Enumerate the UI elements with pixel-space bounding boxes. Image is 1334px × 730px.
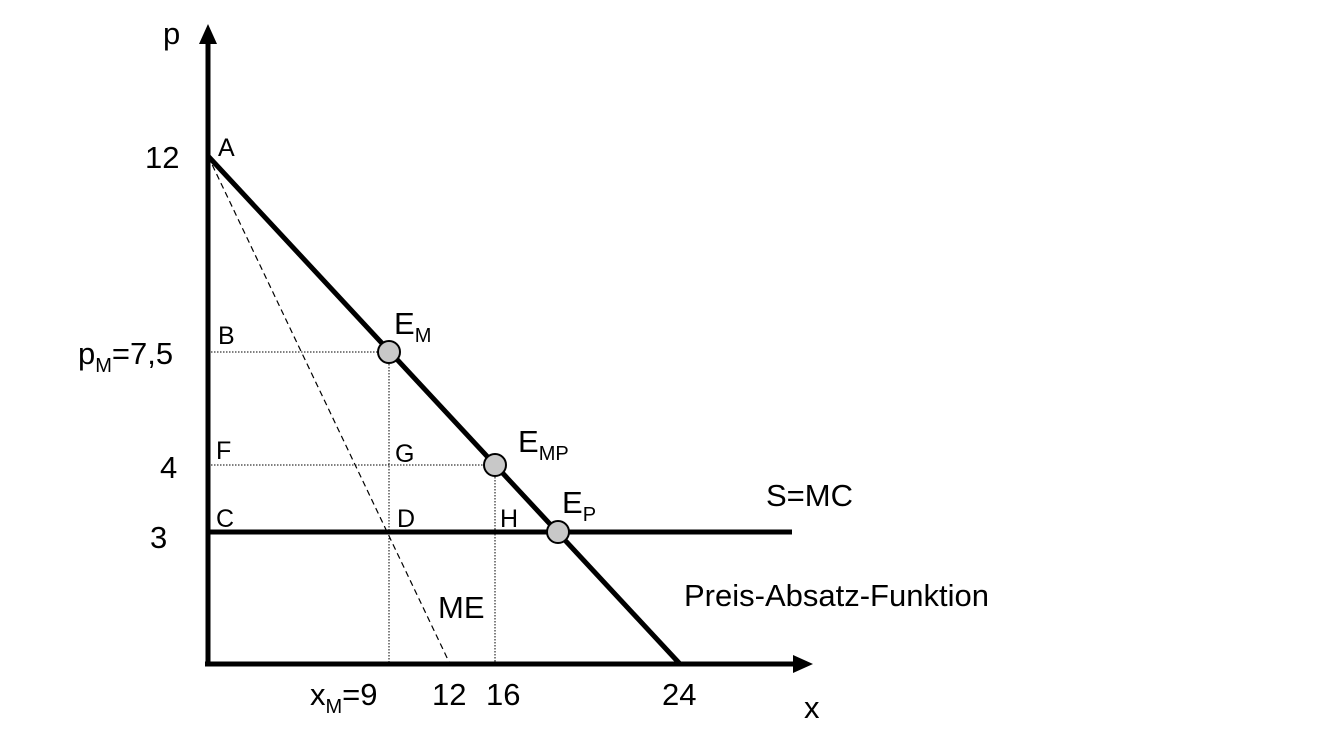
point-ep [546, 520, 570, 544]
point-emp [483, 453, 507, 477]
series-demand-line [206, 154, 682, 666]
x-tick-xm: xM=9 [310, 677, 378, 718]
letter-a: A [218, 134, 235, 162]
letter-h: H [500, 505, 518, 533]
y-tick-12: 12 [145, 140, 179, 175]
label-me: ME [438, 590, 485, 625]
label-emp: EMP [518, 424, 569, 465]
y-tick-pm: pM=7,5 [78, 336, 173, 377]
letter-b: B [218, 322, 235, 350]
point-em [377, 340, 401, 364]
y-axis-label: p [163, 16, 180, 51]
x-tick-16: 16 [486, 677, 520, 712]
x-axis-arrow [793, 655, 813, 673]
label-mc: S=MC [766, 478, 853, 513]
x-axis-label: x [804, 690, 820, 725]
letter-g: G [395, 440, 414, 468]
series-me-line [207, 155, 451, 665]
label-em: EM [394, 306, 431, 347]
label-ep: EP [562, 485, 596, 526]
letter-f: F [216, 437, 231, 465]
letter-c: C [216, 505, 234, 533]
label-demand: Preis-Absatz-Funktion [684, 578, 989, 613]
y-tick-4: 4 [160, 450, 177, 485]
letter-d: D [397, 505, 415, 533]
x-tick-24: 24 [662, 677, 696, 712]
y-axis-arrow [199, 24, 217, 44]
x-tick-12: 12 [432, 677, 466, 712]
y-tick-3: 3 [150, 520, 167, 555]
